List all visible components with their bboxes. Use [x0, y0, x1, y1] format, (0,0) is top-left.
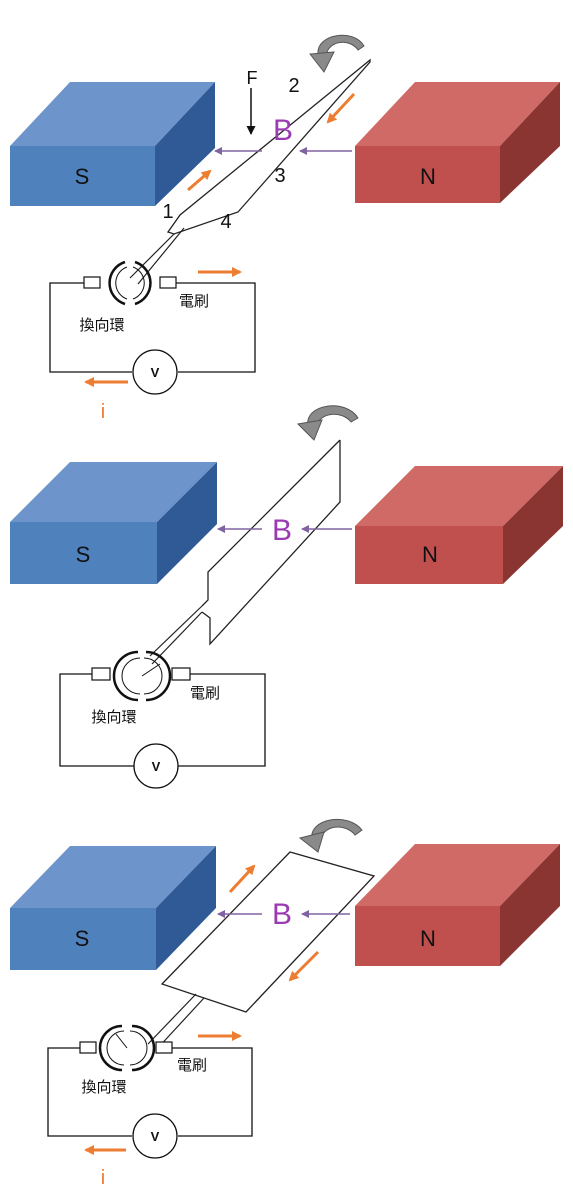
current-label: i	[101, 1167, 105, 1189]
current-arrow-side2	[326, 92, 356, 124]
south-magnet: S	[10, 82, 215, 206]
field-label: B	[273, 114, 293, 147]
side-3-label: 3	[274, 165, 285, 187]
brush-left	[83, 276, 101, 289]
circuit: 換向環 電刷 V	[49, 260, 256, 395]
brush-right	[159, 276, 177, 289]
brush-label: 電刷	[177, 1056, 207, 1074]
voltmeter-icon	[132, 349, 178, 395]
south-pole-label: S	[75, 926, 90, 951]
north-pole-label: N	[420, 164, 436, 189]
north-magnet: N	[355, 82, 560, 203]
brush-right	[155, 1041, 173, 1054]
coil	[147, 851, 376, 1051]
panel-2: S N B	[10, 405, 563, 789]
north-pole-label: N	[420, 926, 436, 951]
current-arrow-side1	[187, 169, 212, 192]
voltmeter-label: V	[151, 365, 160, 380]
north-pole-label: N	[422, 542, 438, 567]
south-magnet: S	[10, 462, 217, 584]
field-label: B	[272, 514, 292, 547]
rotation-icon	[298, 818, 363, 853]
south-pole-label: S	[75, 164, 90, 189]
panel-1: S N B F 2 3 1 4 i	[10, 34, 560, 423]
commutator-label: 換向環	[81, 1078, 126, 1096]
voltmeter-label: V	[151, 1129, 160, 1144]
current-arrow-side1	[228, 864, 256, 894]
commutator-label: 換向環	[79, 316, 124, 334]
coil	[129, 58, 371, 285]
current-arrow-side2	[288, 950, 320, 982]
panel-3: S N B i	[10, 818, 560, 1189]
side-2-label: 2	[288, 75, 299, 97]
commutator-label: 換向環	[91, 708, 136, 726]
voltmeter-label: V	[152, 759, 161, 774]
south-magnet: S	[10, 846, 216, 970]
field-label: B	[272, 898, 292, 931]
side-1-label: 1	[162, 201, 173, 223]
commutator	[112, 650, 172, 702]
voltmeter-icon	[133, 743, 179, 789]
rotation-icon	[296, 405, 359, 441]
brush-label: 電刷	[190, 684, 220, 702]
circuit: 換向環 電刷 V	[47, 1024, 253, 1159]
voltmeter-icon	[132, 1113, 178, 1159]
force-label: F	[247, 68, 258, 88]
commutator	[98, 1024, 156, 1072]
north-magnet: N	[355, 466, 563, 584]
brush-left	[91, 667, 111, 681]
side-4-label: 4	[220, 211, 231, 233]
north-magnet: N	[355, 844, 560, 966]
current-label: i	[101, 401, 105, 423]
circuit: 換向環 電刷 V	[59, 650, 266, 789]
rotation-icon	[309, 34, 365, 73]
brush-right	[171, 667, 191, 681]
commutator	[108, 260, 152, 306]
south-pole-label: S	[76, 542, 91, 567]
brush-label: 電刷	[179, 292, 209, 310]
brush-left	[79, 1041, 97, 1054]
